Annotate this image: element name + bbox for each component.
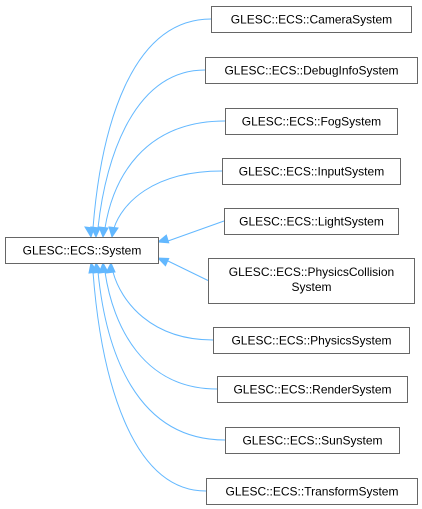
node-render-system[interactable]: GLESC::ECS::RenderSystem: [217, 376, 408, 403]
inheritance-arrowhead: [105, 261, 116, 274]
node-box: [205, 57, 418, 84]
node-fog-system[interactable]: GLESC::ECS::FogSystem: [225, 108, 398, 135]
node-label: GLESC::ECS::LightSystem: [239, 215, 384, 229]
node-system[interactable]: GLESC::ECS::System: [5, 237, 159, 264]
node-box: [224, 208, 399, 235]
node-label: GLESC::ECS::FogSystem: [242, 115, 381, 129]
node-label: GLESC::ECS::RenderSystem: [233, 383, 391, 397]
node-physics-system[interactable]: GLESC::ECS::PhysicsSystem: [213, 327, 410, 354]
node-light-system[interactable]: GLESC::ECS::LightSystem: [224, 208, 399, 235]
inheritance-edge: [92, 261, 226, 441]
edge-line: [167, 260, 209, 281]
inheritance-edge: [84, 18, 212, 239]
inheritance-edge: [156, 257, 209, 281]
inheritance-arrowhead: [108, 226, 119, 239]
inheritance-arrowhead: [90, 226, 101, 239]
inheritance-edge: [108, 170, 223, 239]
inheritance-edges: [84, 18, 226, 492]
node-label: GLESC::ECS::System: [23, 244, 142, 258]
node-label: GLESC::ECS::CameraSystem: [231, 13, 392, 27]
node-box: [206, 478, 418, 505]
inheritance-arrowhead: [98, 226, 109, 239]
inheritance-edge: [90, 69, 206, 239]
node-label: GLESC::ECS::PhysicsSystem: [231, 334, 391, 348]
edge-line: [167, 220, 225, 242]
inheritance-edge: [98, 120, 226, 239]
node-box: [217, 376, 408, 403]
inheritance-arrowhead: [156, 257, 170, 267]
node-label: GLESC::ECS::SunSystem: [242, 434, 382, 448]
inheritance-arrowhead: [88, 261, 99, 274]
node-input-system[interactable]: GLESC::ECS::InputSystem: [222, 158, 401, 185]
edge-line: [92, 271, 207, 492]
edge-line: [97, 271, 226, 441]
inheritance-arrowhead: [156, 234, 170, 244]
node-label: GLESC::ECS::TransformSystem: [226, 485, 399, 499]
edge-line: [113, 170, 223, 229]
node-debug-info-system[interactable]: GLESC::ECS::DebugInfoSystem: [205, 57, 418, 84]
edge-line: [104, 271, 218, 390]
edge-line: [97, 69, 206, 229]
node-camera-system[interactable]: GLESC::ECS::CameraSystem: [211, 6, 412, 33]
node-box: [213, 327, 410, 354]
node-box: [211, 6, 412, 33]
node-box: [208, 258, 415, 304]
edge-line: [92, 18, 212, 229]
edge-line: [104, 120, 226, 229]
inheritance-edge: [156, 220, 225, 244]
inheritance-edge: [88, 261, 207, 492]
node-sun-system[interactable]: GLESC::ECS::SunSystem: [225, 427, 400, 454]
node-transform-system[interactable]: GLESC::ECS::TransformSystem: [206, 478, 418, 505]
node-label-line: GLESC::ECS::PhysicsCollision: [229, 265, 394, 279]
class-nodes: GLESC::ECS::System GLESC::ECS::CameraSyst…: [5, 6, 418, 505]
inheritance-edge: [105, 261, 214, 341]
edge-line: [112, 271, 214, 341]
node-box: [5, 237, 159, 264]
node-label: GLESC::ECS::DebugInfoSystem: [224, 64, 398, 78]
node-label: GLESC::ECS::InputSystem: [239, 165, 384, 179]
node-box: [222, 158, 401, 185]
node-box: [225, 108, 398, 135]
node-box: [225, 427, 400, 454]
node-label-line: System: [291, 280, 331, 294]
